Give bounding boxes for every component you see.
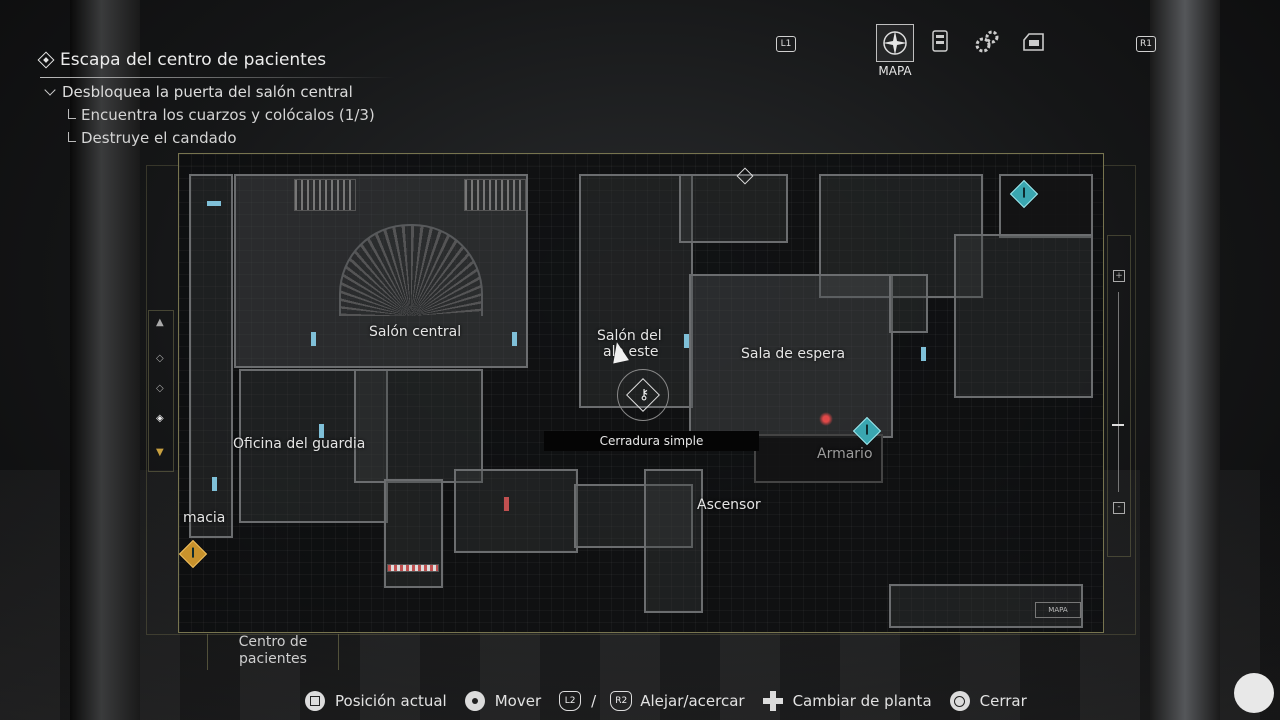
main-objective: Escapa del centro de pacientes [37, 50, 327, 70]
lock-marker[interactable]: ⚷ [617, 369, 669, 421]
map-room-north [679, 174, 788, 243]
map-locked-door [504, 497, 509, 511]
floor-marker-icon[interactable]: ◇ [156, 353, 164, 364]
map-label-pharmacy: macia [183, 510, 226, 526]
files-icon [932, 30, 948, 52]
tab-gears[interactable] [969, 24, 1005, 60]
sub-objective: Desbloquea la puerta del salón central [44, 83, 353, 101]
watermark-logo [1234, 673, 1274, 713]
map-door [684, 334, 689, 348]
left-stick-icon [464, 691, 485, 711]
background-pillar-right [1150, 0, 1220, 720]
map-label-waiting-room: Sala de espera [741, 346, 846, 362]
map-room-west-corridor [189, 174, 233, 538]
map-door [512, 332, 517, 346]
map-label-east-wing-hall-1: Salón del [597, 328, 662, 344]
map-mini-tag: MAPA [1035, 602, 1081, 618]
map-room-elevator-shaft [644, 469, 703, 613]
map-room-east-small [889, 274, 928, 333]
map-label-central-hall: Salón central [369, 324, 462, 340]
herb-icon [819, 412, 833, 426]
map-door [212, 477, 217, 491]
map-compass-icon [883, 31, 907, 55]
map-room-southeast [889, 584, 1083, 628]
map-label-guard-office: Oficina del guardia [233, 436, 366, 452]
control-hints: Posición actual Mover L2 / R2 Alejar/ace… [305, 688, 1045, 714]
l2-button-icon: L2 [559, 691, 582, 711]
zoom-track [1118, 292, 1119, 492]
objective-step-2: Destruye el candado [68, 129, 237, 147]
zoom-out-icon[interactable]: - [1113, 502, 1125, 514]
dpad-icon [762, 691, 783, 711]
map-room-east [954, 234, 1093, 398]
zoom-handle[interactable] [1112, 424, 1124, 426]
background-pillar-left [70, 0, 140, 720]
zoom-slider[interactable]: + - [1107, 235, 1131, 557]
map-locked-gate [387, 564, 439, 572]
zoom-in-icon[interactable]: + [1113, 270, 1125, 282]
r1-tab-button[interactable]: R1 [1136, 36, 1156, 52]
sub-objective-text: Desbloquea la puerta del salón central [62, 83, 353, 101]
gears-icon [975, 30, 999, 53]
objective-diamond-icon [37, 51, 55, 69]
control-current-position[interactable]: Posición actual [305, 691, 447, 711]
map-door [311, 332, 316, 346]
map-stairs-left [294, 179, 356, 211]
control-close-label: Cerrar [979, 692, 1027, 710]
map-door [207, 201, 221, 206]
map-stairs-right [464, 179, 526, 211]
inventory-case-icon [1023, 33, 1044, 51]
objectives-panel: Escapa del centro de pacientes Desbloque… [37, 50, 395, 147]
map-door [921, 347, 926, 361]
l1-tab-button[interactable]: L1 [776, 36, 796, 52]
objective-divider [40, 77, 395, 78]
r2-button-icon: R2 [610, 691, 633, 711]
control-move[interactable]: Mover [464, 691, 542, 711]
objective-step-1: Encuentra los cuarzos y colócalos (1/3) [68, 106, 375, 124]
control-change-floor-label: Cambiar de planta [792, 692, 932, 710]
floor-selector[interactable]: ▲ ◇ ◇ ◈ ▼ [148, 310, 174, 472]
objective-step-1-text: Encuentra los cuarzos y colócalos (1/3) [81, 106, 375, 124]
control-change-floor[interactable]: Cambiar de planta [762, 691, 932, 711]
map-room-south-corridor [574, 484, 693, 548]
map-room-middle [354, 369, 483, 483]
floor-map[interactable]: Salón central Salón del ala este Sala de… [178, 153, 1104, 633]
chevron-down-icon [44, 83, 56, 96]
map-label-east-wing-hall-2: ala este [603, 344, 659, 360]
floor-name: Centro de pacientes [207, 634, 339, 670]
tab-files[interactable] [922, 24, 958, 60]
main-objective-text: Escapa del centro de pacientes [60, 50, 327, 70]
control-close[interactable]: Cerrar [949, 691, 1027, 711]
map-door [319, 424, 324, 438]
control-move-label: Mover [494, 692, 542, 710]
map-room-far-northeast [999, 174, 1093, 238]
control-zoom[interactable]: L2 / R2 Alejar/acercar [559, 691, 745, 711]
floor-current-marker-icon[interactable]: ◈ [156, 413, 164, 424]
map-room-waiting-room[interactable] [689, 274, 893, 438]
keyhole-icon: ⚷ [639, 387, 650, 403]
floor-down-arrow-icon[interactable]: ▼ [156, 447, 164, 458]
objective-step-2-text: Destruye el candado [81, 129, 237, 147]
floor-up-arrow-icon[interactable]: ▲ [156, 317, 164, 328]
control-zoom-label: Alejar/acercar [640, 692, 745, 710]
tab-map[interactable] [876, 24, 914, 62]
map-room-closet[interactable] [754, 434, 883, 483]
control-current-position-label: Posición actual [335, 692, 447, 710]
map-label-elevator: Ascensor [697, 497, 761, 513]
map-room-guard-office[interactable] [239, 369, 388, 523]
map-room-south [454, 469, 578, 553]
tab-inventory[interactable] [1016, 24, 1052, 60]
branch-icon [68, 109, 76, 119]
map-tooltip: Cerradura simple [544, 431, 759, 451]
floor-marker-icon[interactable]: ◇ [156, 383, 164, 394]
branch-icon [68, 132, 76, 142]
circle-button-icon [949, 691, 970, 711]
control-separator: / [591, 692, 597, 710]
map-label-closet: Armario [817, 446, 873, 462]
square-button-icon [305, 691, 325, 711]
active-tab-label: MAPA [878, 64, 912, 78]
